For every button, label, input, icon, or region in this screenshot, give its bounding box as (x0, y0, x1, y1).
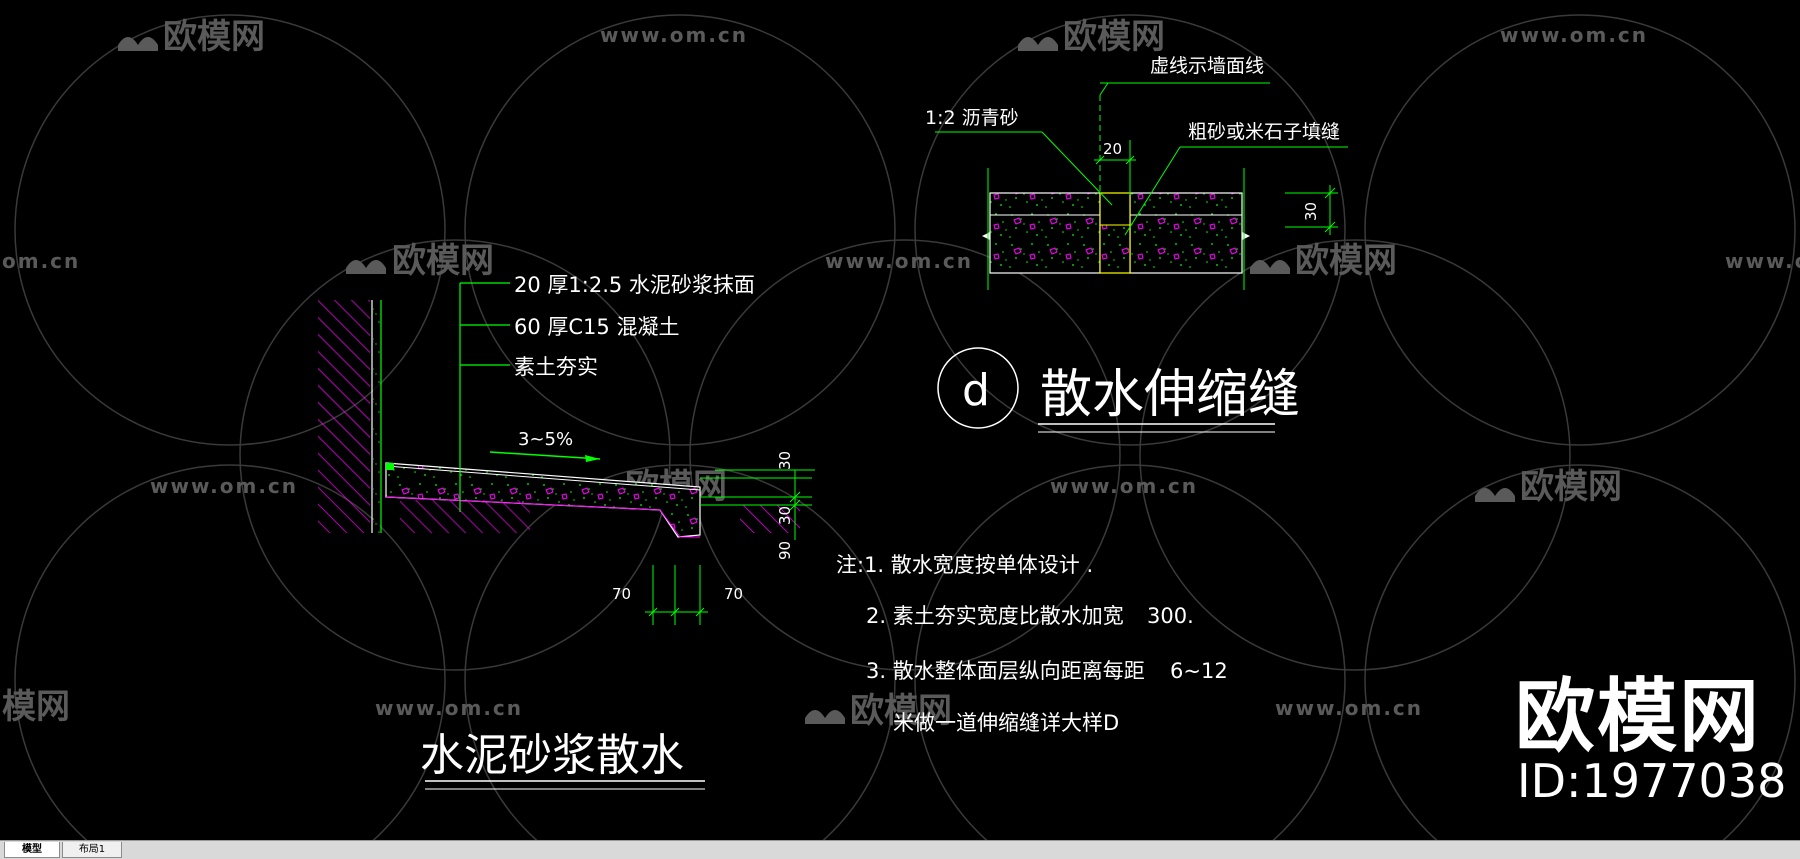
watermark-url: www.om.cn (1050, 474, 1198, 498)
watermark-logo: 欧模网 (118, 17, 265, 57)
watermark-logo: 欧模网 (1018, 17, 1165, 57)
svg-text:欧模网: 欧模网 (1063, 17, 1165, 57)
detail-expansion-joint: 20 虚线示墙面线 1:2 沥青砂 粗砂或米石子填缝 30 d 散水伸缩缝 (925, 55, 1348, 433)
watermark-logo: 欧模网 (346, 241, 494, 281)
svg-text:欧模网: 欧模网 (1520, 467, 1622, 507)
slope-label: 3~5% (518, 429, 573, 450)
label-gravel-fill: 粗砂或米石子填缝 (1188, 121, 1340, 143)
label-wall-line: 虚线示墙面线 (1150, 55, 1264, 77)
note-1: 注:1. 散水宽度按单体设计 . (836, 553, 1093, 577)
dim-gap-20: 20 (1103, 140, 1122, 158)
svg-text:欧模网: 欧模网 (163, 17, 265, 57)
brand-overlay-name: 欧模网 (1515, 670, 1761, 763)
watermark-logo: 欧模网 (805, 691, 952, 731)
svg-text:欧模网: 欧模网 (1295, 241, 1397, 281)
note-3-value: 6~12 (1170, 659, 1228, 683)
dim-30-mid: 30 (776, 506, 794, 525)
detail-title-right: 散水伸缩缝 (1040, 365, 1300, 425)
tab-model[interactable]: 模型 (4, 842, 60, 858)
watermark-url: www.om.cn (600, 23, 748, 47)
note-2: 2. 素土夯实宽度比散水加宽 (866, 604, 1124, 628)
tab-layout1[interactable]: 布局1 (62, 842, 122, 858)
watermark-texts: 欧模网 www.om.cn 欧模网 www.om.cn om.cn 欧模网 ww… (2, 17, 1800, 731)
watermark-url: www.om.cn (1725, 249, 1800, 273)
detail-cement-mortar-apron: 3~5% 20 厚1:2.5 水泥砂浆抹面 60 厚C15 混凝土 素土夯实 3… (318, 273, 815, 790)
watermark-url: www.om.cn (825, 249, 973, 273)
label-asphalt-sand: 1:2 沥青砂 (925, 107, 1019, 129)
dim-thickness-30: 30 (1302, 202, 1320, 221)
note-3: 3. 散水整体面层纵向距离每距 (866, 659, 1145, 683)
svg-text:欧模网: 欧模网 (392, 241, 494, 281)
dim-70-right: 70 (724, 585, 743, 603)
notes-block: 注:1. 散水宽度按单体设计 . 2. 素土夯实宽度比散水加宽 300. 3. … (836, 553, 1228, 735)
detail-marker-circle (937, 347, 1019, 429)
note-2-value: 300. (1147, 604, 1194, 628)
svg-text:欧模网: 欧模网 (850, 691, 952, 731)
watermark-url: www.om.cn (1275, 696, 1423, 720)
layer-label-soil: 素土夯实 (514, 355, 598, 379)
wall-hatch (318, 300, 370, 533)
dim-90: 90 (776, 541, 794, 560)
layout-tab-bar: 模型 布局1 (0, 840, 1800, 859)
drawing-svg: 欧模网 www.om.cn 欧模网 www.om.cn om.cn 欧模网 ww… (2, 14, 1800, 859)
watermark-url: www.om.cn (375, 696, 523, 720)
slab-left (989, 192, 1101, 274)
dim-70-left: 70 (612, 585, 631, 603)
watermark-url: www.om.cn (1500, 23, 1648, 47)
note-4: 米做一道伸缩缝详大样D (893, 711, 1119, 735)
detail-marker-letter: d (962, 365, 990, 416)
watermark-url: www.om.cn (150, 474, 298, 498)
dim-30-top: 30 (776, 451, 794, 470)
watermark-url: om.cn (2, 249, 80, 273)
brand-overlay-id: ID:1977038 (1517, 754, 1787, 808)
watermark-circles (14, 14, 1796, 859)
slope-arrow (489, 451, 601, 460)
watermark-brand-partial: 模网 (2, 687, 70, 727)
layer-label-mortar: 20 厚1:2.5 水泥砂浆抹面 (514, 273, 755, 297)
detail-title-left: 水泥砂浆散水 (420, 730, 684, 781)
slab-right (1129, 192, 1243, 274)
watermark-logo: 欧模网 (1250, 241, 1397, 281)
watermark-logo: 欧模网 (1475, 467, 1622, 507)
dimensions-left-detail (645, 469, 815, 625)
layer-label-concrete: 60 厚C15 混凝土 (514, 315, 679, 339)
